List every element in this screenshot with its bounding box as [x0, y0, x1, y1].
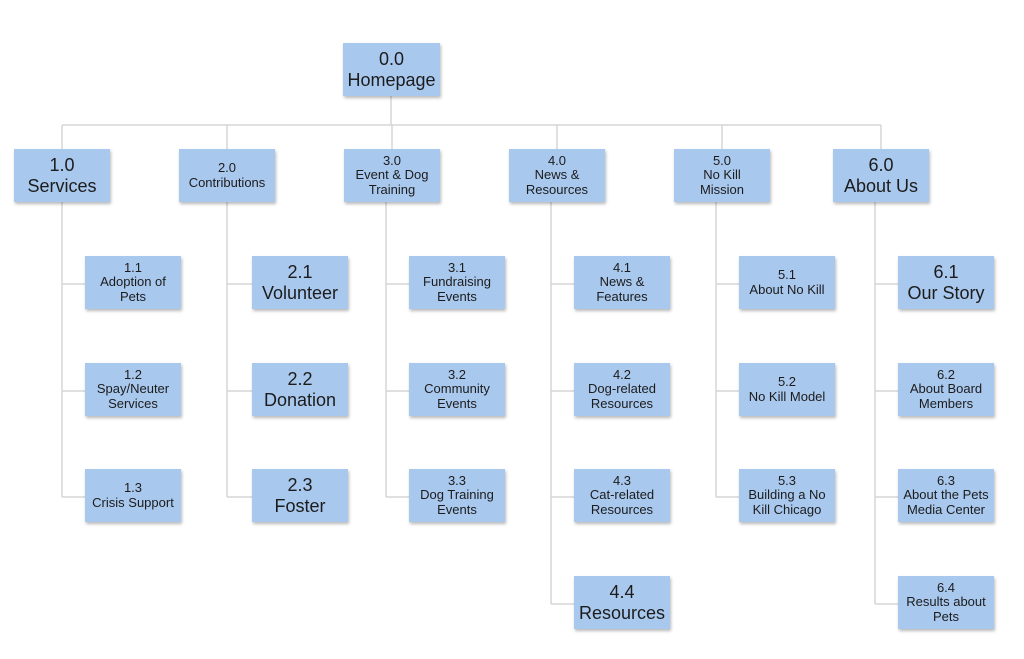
node-3-1: 3.1 Fundraising Events: [409, 256, 505, 309]
node-number: 4.3: [612, 472, 632, 488]
node-label: About Us: [843, 175, 919, 196]
node-4-3: 4.3 Cat-related Resources: [574, 469, 670, 522]
node-section-3: 3.0 Event & Dog Training: [344, 149, 440, 202]
node-number: 4.4: [609, 582, 635, 603]
node-number: 3.2: [447, 366, 467, 382]
node-section-5: 5.0 No Kill Mission: [674, 149, 770, 202]
node-section-6: 6.0 About Us: [833, 149, 929, 202]
node-number: 1.1: [123, 259, 143, 275]
node-number: 6.1: [933, 262, 959, 283]
node-2-1: 2.1 Volunteer: [252, 256, 348, 309]
node-number: 2.1: [287, 262, 313, 283]
node-number: 3.1: [447, 259, 467, 275]
node-number: 3.0: [382, 152, 402, 168]
node-number: 5.0: [712, 152, 732, 168]
node-section-4: 4.0 News & Resources: [509, 149, 605, 202]
node-number: 2.2: [287, 369, 313, 390]
node-5-2: 5.2 No Kill Model: [739, 363, 835, 416]
node-label: Foster: [274, 495, 326, 516]
node-6-1: 6.1 Our Story: [898, 256, 994, 309]
node-5-3: 5.3 Building a No Kill Chicago: [739, 469, 835, 522]
node-label: No Kill Model: [748, 388, 826, 404]
node-label: Spay/Neuter Services: [96, 381, 170, 411]
node-label: Homepage: [347, 69, 436, 90]
node-number: 4.0: [547, 152, 567, 168]
node-6-2: 6.2 About Board Members: [898, 363, 994, 416]
node-label: Cat-related Resources: [589, 487, 655, 517]
node-label: No Kill Mission: [699, 167, 745, 197]
node-number: 0.0: [378, 49, 405, 70]
node-label: About No Kill: [749, 281, 825, 297]
node-number: 4.2: [612, 366, 632, 382]
node-number: 6.0: [868, 155, 894, 176]
node-number: 6.3: [936, 472, 956, 488]
node-4-1: 4.1 News & Features: [574, 256, 670, 309]
node-6-3: 6.3 About the Pets Media Center: [898, 469, 994, 522]
node-label: Event & Dog Training: [355, 167, 429, 197]
node-label: Results about Pets: [906, 594, 986, 624]
node-number: 5.3: [777, 472, 797, 488]
node-4-4: 4.4 Resources: [574, 576, 670, 629]
node-1-1: 1.1 Adoption of Pets: [85, 256, 181, 309]
node-number: 4.1: [612, 259, 632, 275]
node-6-4: 6.4 Results about Pets: [898, 576, 994, 629]
node-label: Our Story: [907, 282, 985, 303]
node-3-3: 3.3 Dog Training Events: [409, 469, 505, 522]
node-number: 2.3: [287, 475, 313, 496]
node-root: 0.0 Homepage: [343, 43, 440, 96]
node-3-2: 3.2 Community Events: [409, 363, 505, 416]
node-label: Donation: [263, 389, 337, 410]
node-label: Services: [27, 175, 97, 196]
node-label: Fundraising Events: [423, 274, 491, 304]
node-label: About Board Members: [909, 381, 983, 411]
node-number: 5.2: [777, 373, 797, 389]
node-label: Dog Training Events: [420, 487, 494, 517]
node-1-3: 1.3 Crisis Support: [85, 469, 181, 522]
node-label: About the Pets Media Center: [903, 487, 989, 517]
node-label: Community Events: [424, 381, 490, 411]
node-label: Adoption of Pets: [100, 274, 166, 304]
node-label: Dog-related Resources: [588, 381, 656, 411]
node-section-2: 2.0 Contributions: [179, 149, 275, 202]
node-label: Contributions: [188, 174, 266, 190]
node-label: Building a No Kill Chicago: [748, 487, 826, 517]
node-number: 1.3: [123, 479, 143, 495]
node-4-2: 4.2 Dog-related Resources: [574, 363, 670, 416]
node-number: 1.0: [49, 155, 75, 176]
node-label: Crisis Support: [92, 494, 174, 510]
node-section-1: 1.0 Services: [14, 149, 110, 202]
node-label: News & Features: [596, 274, 648, 304]
node-5-1: 5.1 About No Kill: [739, 256, 835, 309]
node-number: 2.0: [217, 159, 237, 175]
node-number: 6.4: [936, 579, 956, 595]
node-1-2: 1.2 Spay/Neuter Services: [85, 363, 181, 416]
node-number: 6.2: [936, 366, 956, 382]
node-label: Resources: [578, 602, 666, 623]
node-2-3: 2.3 Foster: [252, 469, 348, 522]
node-number: 1.2: [123, 366, 143, 382]
node-number: 5.1: [777, 266, 797, 282]
node-label: News & Resources: [525, 167, 589, 197]
node-2-2: 2.2 Donation: [252, 363, 348, 416]
node-label: Volunteer: [261, 282, 339, 303]
node-number: 3.3: [447, 472, 467, 488]
